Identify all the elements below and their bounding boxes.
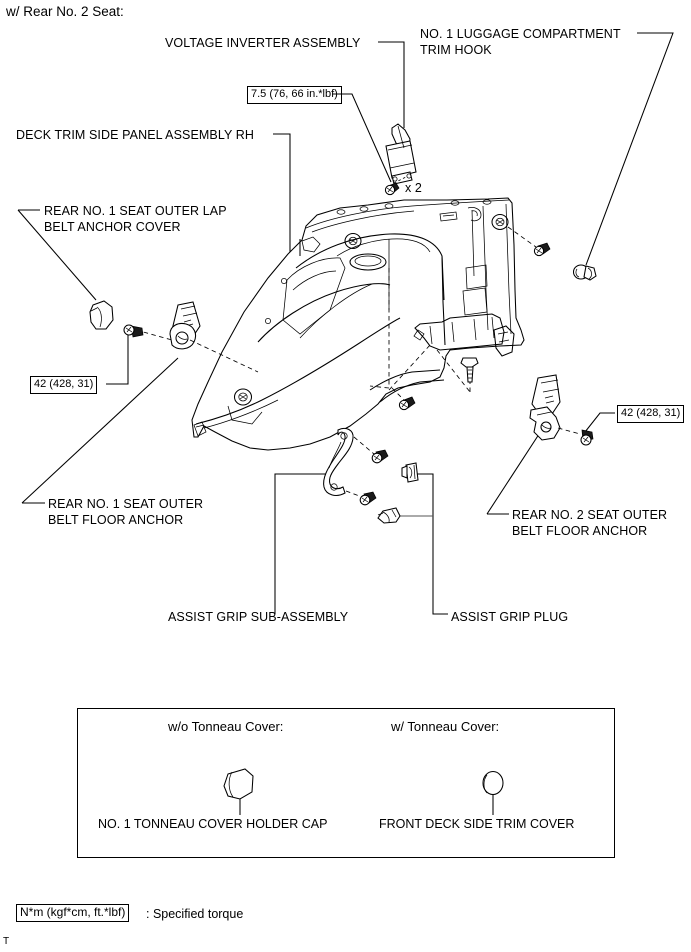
leader-torque-inverter — [332, 93, 392, 183]
part-inverter-bolt — [384, 176, 407, 196]
callout-luggage-trim-hook-line1: NO. 1 LUGGAGE COMPARTMENT — [420, 27, 621, 41]
torque-box-inverter: 7.5 (76, 66 in.*lbf) — [247, 86, 342, 104]
callout-rear-no1-floor-anchor-line2: BELT FLOOR ANCHOR — [48, 513, 184, 527]
part-panel-clip-right — [507, 226, 551, 257]
part-push-clip-bracket — [436, 349, 479, 393]
part-panel-clip-lower-mid — [391, 387, 416, 411]
callout-lap-belt-anchor-cover-line1: REAR NO. 1 SEAT OUTER LAP — [44, 204, 227, 218]
part-assist-grip-clip-lower — [345, 490, 377, 506]
leader-torque-rear-no1 — [106, 334, 129, 385]
callout-luggage-trim-hook-line2: TRIM HOOK — [420, 43, 492, 57]
part-luggage-trim-hook — [572, 264, 597, 281]
leader-deck-trim-panel — [273, 133, 291, 260]
callout-rear-no2-floor-anchor-line2: BELT FLOOR ANCHOR — [512, 524, 648, 538]
callout-assist-grip-sub-assembly: ASSIST GRIP SUB-ASSEMBLY — [168, 610, 349, 624]
part-rear-no1-anchor-bolt — [123, 324, 173, 341]
tonneau-variant-box — [77, 708, 615, 858]
torque-box-rear-no1-anchor: 42 (428, 31) — [30, 376, 98, 394]
callout-deck-trim-side-panel: DECK TRIM SIDE PANEL ASSEMBLY RH — [16, 128, 254, 142]
callout-lap-belt-anchor-cover-line2: BELT ANCHOR COVER — [44, 220, 181, 234]
part-deck-trim-side-panel-assembly-rh — [191, 197, 525, 451]
part-lap-belt-anchor-cover — [89, 300, 114, 330]
part-assist-grip-plug-upper — [401, 462, 419, 483]
part-rear-no2-anchor-bolt — [557, 427, 594, 446]
leader-torque-rear-no2 — [584, 412, 615, 433]
leader-voltage-inverter — [378, 41, 405, 128]
leader-assist-grip-sub — [274, 473, 332, 614]
variant-caption-tonneau-holder-cap: NO. 1 TONNEAU COVER HOLDER CAP — [98, 817, 328, 831]
part-assist-grip-sub-assembly — [323, 427, 354, 496]
callout-rear-no2-floor-anchor-line1: REAR NO. 2 SEAT OUTER — [512, 508, 668, 522]
locator-dashed-panel-mid — [369, 268, 390, 389]
trailing-mark: T — [3, 936, 10, 947]
part-rear-no1-belt-floor-anchor — [169, 301, 201, 350]
quantity-x2-label: x 2 — [405, 181, 422, 195]
page-title: w/ Rear No. 2 Seat: — [6, 4, 124, 19]
locator-dashed-no1-anchor — [189, 339, 259, 373]
part-assist-grip-plug-lower — [377, 507, 401, 524]
torque-box-rear-no2-anchor: 42 (428, 31) — [617, 405, 685, 423]
part-voltage-inverter-assembly — [385, 123, 417, 185]
part-rear-no2-belt-floor-anchor — [529, 374, 561, 441]
leader-assist-grip-plug — [397, 473, 448, 615]
locator-dashed-bracket — [388, 344, 431, 391]
leader-rear-no2-floor-anchor — [486, 427, 544, 515]
callout-rear-no1-floor-anchor-line1: REAR NO. 1 SEAT OUTER — [48, 497, 204, 511]
variant-title-with-tonneau: w/ Tonneau Cover: — [391, 719, 500, 734]
variant-caption-front-deck-side-trim-cover: FRONT DECK SIDE TRIM COVER — [379, 817, 575, 831]
legend-unit-box: N*m (kgf*cm, ft.*lbf) — [16, 904, 130, 922]
callout-assist-grip-plug: ASSIST GRIP PLUG — [451, 610, 569, 624]
leader-luggage-trim-hook — [585, 32, 674, 266]
legend-description: : Specified torque — [146, 907, 244, 921]
part-assist-grip-clip-upper — [353, 436, 389, 464]
callout-voltage-inverter-assembly: VOLTAGE INVERTER ASSEMBLY — [165, 36, 361, 50]
variant-title-without-tonneau: w/o Tonneau Cover: — [168, 719, 284, 734]
